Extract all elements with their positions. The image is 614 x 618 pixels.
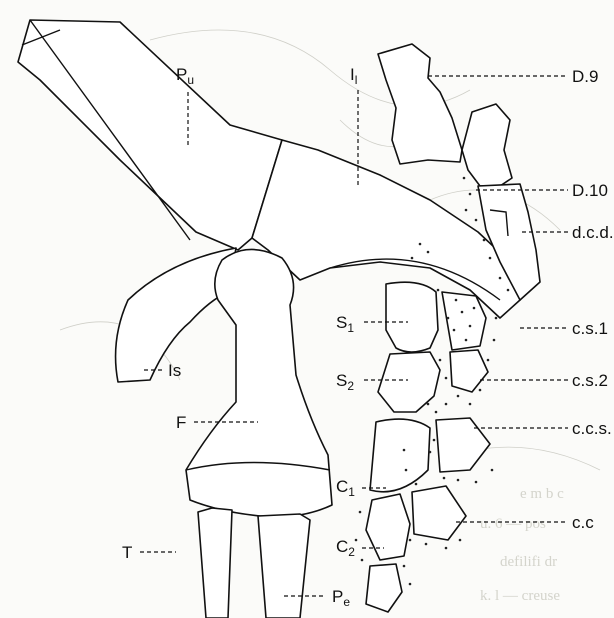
svg-text:u. 6 — pos: u. 6 — pos	[480, 516, 546, 532]
caudal-vertebrae	[366, 418, 490, 612]
label-il: Il	[350, 65, 357, 87]
label-cs1: c.s.1	[572, 319, 608, 338]
label-pu: Pu	[176, 65, 194, 87]
label-d9: D.9	[572, 67, 598, 86]
label-f: F	[176, 413, 186, 432]
label-dcd: d.c.d.	[572, 223, 614, 242]
svg-text:e m b c: e m b c	[520, 486, 564, 502]
sacral-vertebrae	[378, 282, 488, 412]
label-cc: c.c	[572, 513, 594, 532]
label-d10: D.10	[572, 181, 608, 200]
svg-text:defilifi dr: defilifi dr	[500, 554, 557, 570]
tibia-bone	[198, 508, 310, 618]
label-c1: C1	[336, 477, 355, 499]
pubis-bone	[18, 20, 282, 250]
label-s2: S2	[336, 371, 354, 393]
label-is: Is	[168, 361, 181, 380]
svg-text:k. l — creuse: k. l — creuse	[480, 588, 560, 604]
label-t: T	[122, 543, 132, 562]
label-cs2: c.s.2	[572, 371, 608, 390]
label-pe: Pe	[332, 587, 350, 609]
label-s1: S1	[336, 313, 354, 335]
label-ccs: c.c.s.	[572, 419, 612, 438]
label-c2: C2	[336, 537, 355, 559]
